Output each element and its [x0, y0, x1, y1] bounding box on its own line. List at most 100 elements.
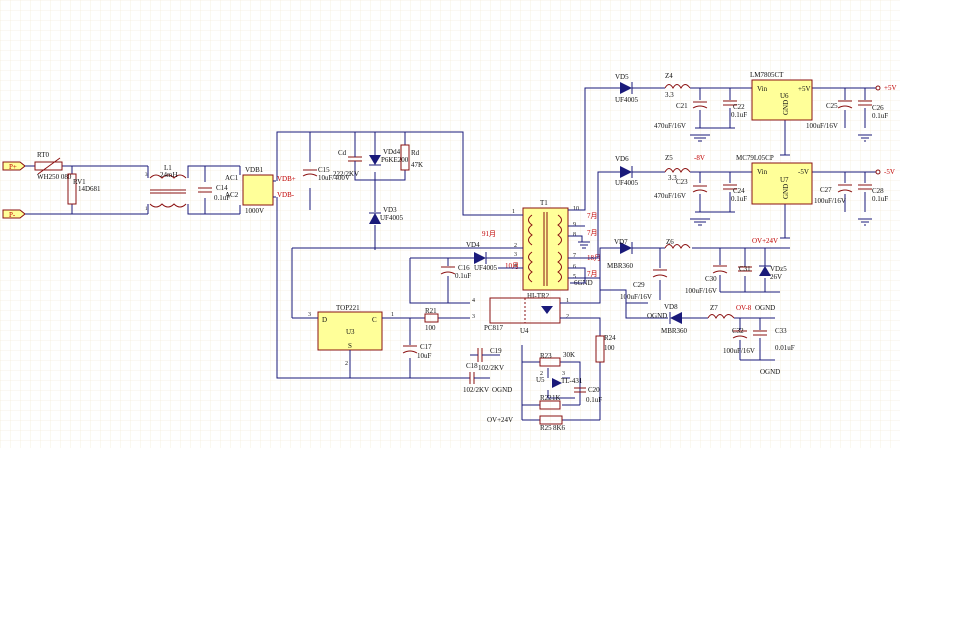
c14-capacitor: C14 0.1uF [198, 184, 230, 202]
c16-value: 0.1uF [455, 272, 471, 280]
u7-gnd-label: GND [782, 184, 790, 199]
c26-label: C26 [872, 104, 884, 112]
pin7c-label: 7月 [587, 270, 598, 278]
cd-label: Cd [338, 149, 347, 157]
opto-wires [560, 258, 601, 420]
svg-text:6: 6 [573, 264, 576, 270]
r21-resistor: R21 100 [424, 307, 439, 332]
drain-wire [291, 247, 512, 319]
tl431-feedback: R23 30K U5 TL-431 2 3 R22 1K C20 0.1uF R… [487, 345, 602, 432]
c33-value: 0.01uF [775, 344, 795, 352]
c29-value: 100uF/16V [620, 293, 652, 301]
pin-s-label: S [348, 342, 352, 350]
vd6-value: UF4005 [615, 179, 638, 187]
port-label: P- [9, 211, 16, 219]
z6-label: Z6 [666, 238, 674, 246]
c20-label: C20 [588, 386, 600, 394]
r25-label: R25 [540, 424, 552, 432]
plus24-rail: VD7 MBR360 Z6 C29 100uF/16V C30 100uF/16… [607, 237, 790, 301]
svg-text:1: 1 [145, 207, 148, 212]
vdb1-bridge: AC1 AC2 VDB1 1000V VDB+ VDB- [225, 166, 296, 215]
ac1-label: AC1 [225, 174, 239, 182]
t1-label: T1 [540, 199, 548, 207]
vd5-label: VD5 [615, 73, 629, 81]
minus5-rail: VD6 UF4005 Z5 -8V 3.3 C23 470uF/16V C24 … [615, 154, 895, 239]
rt0-thermistor: RT0 WH250 080 [34, 151, 72, 181]
c30-value: 100uF/16V [685, 287, 717, 295]
c19-capacitor: C19 102/2KV [470, 347, 504, 372]
c16-capacitor: C16 0.1uF [440, 264, 471, 280]
pin91-label: 91月 [482, 230, 496, 238]
r22-label: R22 [540, 394, 552, 402]
ac2-label: AC2 [225, 191, 239, 199]
c22-label: C22 [733, 103, 745, 111]
minus8-rail: VD8 MBR360 Z7 OV-8 OGND C32 100uF/16V C3… [600, 289, 795, 376]
c19-label: C19 [490, 347, 502, 355]
u5-label: U5 [536, 376, 545, 384]
c22-value: 0.1uF [731, 111, 747, 119]
z7-label: Z7 [710, 304, 718, 312]
c21-value: 470uF/16V [654, 122, 686, 130]
u3-label: U3 [346, 328, 355, 336]
plus5-rail: VD5 UF4005 Z4 3.3 C21 470uF/16V C22 0.1u… [615, 71, 897, 156]
t1-secondary-wires [568, 87, 620, 284]
c23-value: 470uF/16V [654, 192, 686, 200]
u6-plus5-label: +5V [798, 85, 811, 93]
top221-label: TOP221 [336, 304, 360, 312]
svg-text:8: 8 [573, 232, 576, 238]
svg-text:1: 1 [391, 312, 394, 318]
vdb-minus-label: VDB- [277, 191, 295, 199]
u7-value: MC79L05CP [736, 154, 774, 162]
u6-label: U6 [780, 92, 789, 100]
c23-label: C23 [676, 178, 688, 186]
vd4-label: VD4 [466, 241, 480, 249]
r23-label: R23 [540, 352, 552, 360]
ognd-label-bottom: OGND [760, 368, 780, 376]
c18-label: C18 [466, 362, 478, 370]
c31-label: C31 [739, 265, 751, 273]
r21-label: R21 [425, 307, 437, 315]
rt0-value: WH250 080 [37, 173, 72, 181]
l1-value: 24mH [160, 171, 178, 179]
ognd-label-top: OGND [755, 304, 775, 312]
r22-value: 1K [552, 394, 561, 402]
c15-value: 10uF/400V [318, 174, 350, 182]
ognd-label-mid: OGND [647, 312, 667, 320]
c29-label: C29 [633, 281, 645, 289]
vdd4-label: VDd4 [383, 148, 401, 156]
pin10-label: 10月 [505, 262, 519, 270]
ognd-label-c18: OGND [492, 386, 512, 394]
pin-d-label: D [322, 316, 327, 324]
r24-resistor: R24 100 [595, 334, 616, 363]
c24-value: 0.1uF [731, 195, 747, 203]
u4-label: U4 [520, 327, 529, 335]
c17-value: 10uF [417, 352, 432, 360]
pc817-label: PC817 [484, 324, 504, 332]
rv1-varistor: RV1 14D681 [67, 173, 101, 205]
vd4-value: UF4005 [474, 264, 497, 272]
control-wires [349, 317, 470, 378]
pin7b-label: 7月 [587, 229, 598, 237]
c18-value: 102/2KV [463, 386, 489, 394]
primary-bus [276, 131, 512, 379]
vdb1-label: VDB1 [245, 166, 264, 174]
pin-c-label: C [372, 316, 377, 324]
vdd4-value: P6KE200 [381, 156, 409, 164]
c14-value: 0.1uF [214, 194, 230, 202]
pc817-optocoupler: PC817 U4 4 3 1 2 [472, 297, 569, 335]
z4-value: 3.3 [665, 91, 674, 99]
svg-text:2: 2 [345, 361, 348, 367]
cd-capacitor: Cd 222/2KV [333, 145, 362, 178]
c15-capacitor: C15 10uF/400V [302, 166, 350, 182]
grid-background [0, 0, 900, 448]
u5-value: TL-431 [561, 377, 583, 385]
ov8-label: OV-8 [736, 304, 752, 312]
vd6-label: VD6 [615, 155, 629, 163]
vdb-plus-label: VDB+ [277, 175, 296, 183]
svg-text:1: 1 [566, 298, 569, 304]
vdd4-tvs: VDd4 P6KE200 [369, 148, 409, 166]
u6-value: LM7805CT [750, 71, 784, 79]
svg-text:9: 9 [573, 222, 576, 228]
svg-text:4: 4 [514, 263, 517, 269]
r21-value: 100 [425, 324, 436, 332]
